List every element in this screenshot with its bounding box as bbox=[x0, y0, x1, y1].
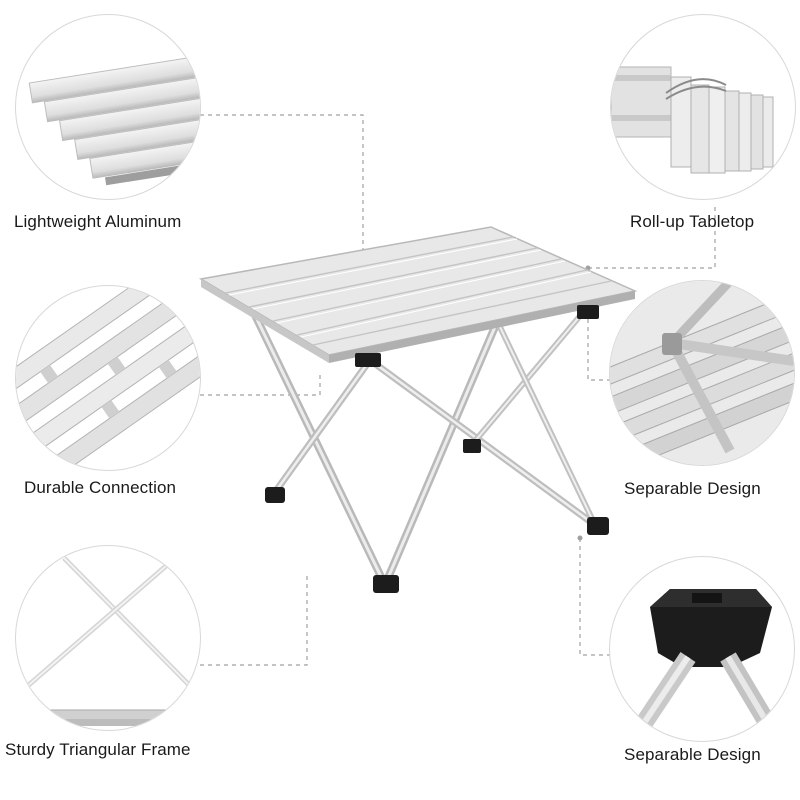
leader-line-rollup bbox=[588, 205, 716, 269]
caption-separable-2: Separable Design bbox=[624, 745, 761, 764]
leader-line-separable2 bbox=[579, 538, 610, 656]
folding-table-image bbox=[198, 226, 638, 593]
caption-separable-1: Separable Design bbox=[624, 479, 761, 498]
cross-frame-closeup bbox=[15, 545, 201, 731]
caption-frame: Sturdy Triangular Frame bbox=[5, 740, 191, 759]
leader-line-frame bbox=[200, 575, 308, 666]
caption-rollup: Roll-up Tabletop bbox=[630, 212, 755, 231]
rubber-foot-closeup bbox=[609, 556, 795, 742]
caption-aluminum: Lightweight Aluminum bbox=[14, 212, 182, 231]
rolled-tabletop-closeup bbox=[610, 14, 796, 200]
aluminum-slats-closeup bbox=[15, 14, 201, 200]
leader-line-aluminum bbox=[200, 114, 364, 285]
detachable-joint-closeup bbox=[609, 280, 795, 466]
frame-connection-closeup bbox=[15, 285, 201, 471]
caption-connection: Durable Connection bbox=[24, 478, 177, 497]
leader-line-connection bbox=[200, 375, 321, 396]
leader-line-separable1 bbox=[587, 295, 610, 381]
